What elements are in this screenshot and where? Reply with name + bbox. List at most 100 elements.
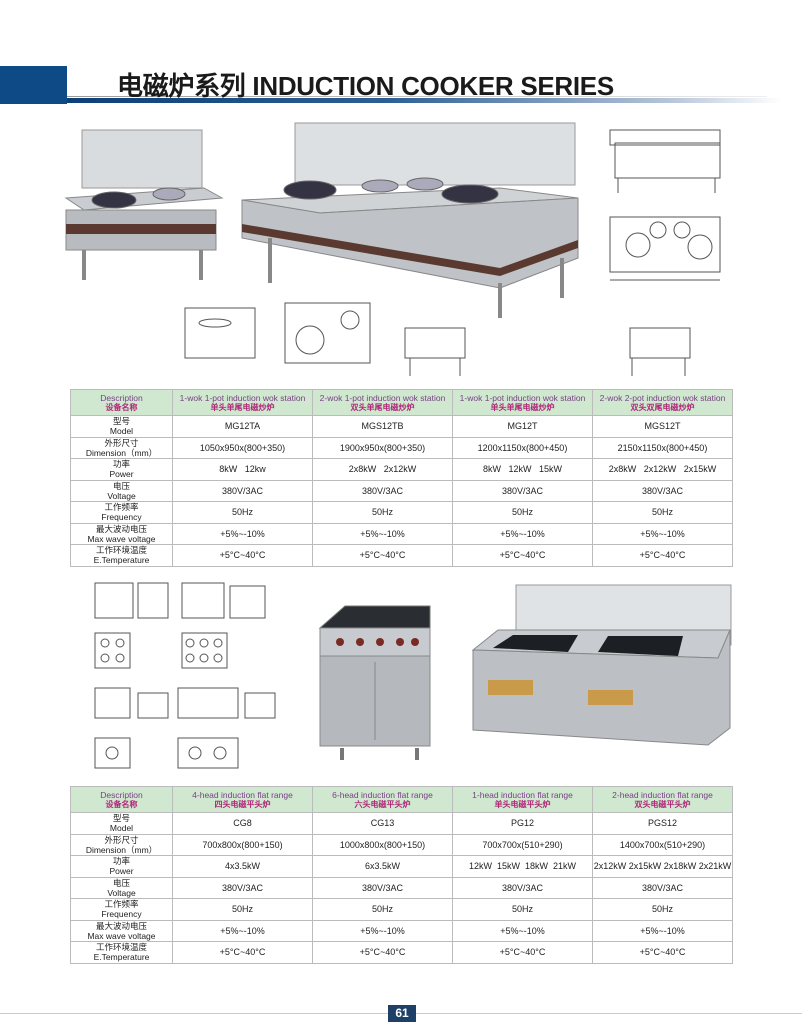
table-cell: 2x8kW 2x12kW [312,458,453,481]
table-cell: +5%~-10% [592,919,733,942]
table-cell: +5°C~40°C [172,544,313,567]
technical-drawing-top [609,129,721,281]
table-cell: +5%~-10% [452,919,593,942]
table-cell: 50Hz [452,898,593,921]
technical-drawing-cg [94,582,276,769]
table-cell: 12kW 15kW 18kW 21kW [452,855,593,878]
table-cell: +5°C~40°C [592,544,733,567]
table-cell: 50Hz [312,501,453,524]
technical-drawing-mg12t [184,302,691,376]
table-cell: 1400x700x(510+290) [592,833,733,856]
table-cell: +5°C~40°C [172,941,313,964]
table-cell: +5°C~40°C [312,544,453,567]
table-cell: 380V/3AC [172,876,313,899]
table-cell: +5°C~40°C [592,941,733,964]
table-cell: 380V/3AC [172,479,313,502]
table-cell: +5%~-10% [312,522,453,545]
table-cell: 380V/3AC [452,479,593,502]
table-cell: 380V/3AC [592,876,733,899]
table-cell: PGS12 [592,812,733,835]
header-rule [67,98,782,103]
table-cell: +5°C~40°C [452,941,593,964]
table-cell: 700x700x(510+290) [452,833,593,856]
table-cell: 50Hz [452,501,593,524]
table-cell: MGS12T [592,415,733,438]
product-image-mg12ta [64,129,224,280]
table-cell: 4x3.5kW [172,855,313,878]
table-cell: 8kW 12kW 15kW [452,458,593,481]
table-cell: 2x8kW 2x12kW 2x15kW [592,458,733,481]
table-cell: 8kW 12kw [172,458,313,481]
table-cell: +5%~-10% [312,919,453,942]
header-rule-thin [67,96,767,97]
table-cell: MGS12TB [312,415,453,438]
table-cell: +5%~-10% [592,522,733,545]
header-accent-block [0,66,67,104]
table-cell: +5%~-10% [452,522,593,545]
table-cell: 700x800x(800+150) [172,833,313,856]
product-image-mgs12tb [241,122,579,318]
table-cell: 1000x800x(800+150) [312,833,453,856]
page-title: 电磁炉系列 INDUCTION COOKER SERIES [117,71,614,101]
table-cell: 380V/3AC [312,876,453,899]
table-cell: 2150x1150x(800+450) [592,436,733,459]
table-cell: 1050x950x(800+350) [172,436,313,459]
table-cell: 380V/3AC [452,876,593,899]
table-cell: CG8 [172,812,313,835]
table-cell: +5%~-10% [172,919,313,942]
table-cell: 50Hz [172,898,313,921]
table-cell: 380V/3AC [592,479,733,502]
table-cell: 2x12kW 2x15kW 2x18kW 2x21kW [592,855,733,878]
table-cell: 50Hz [592,898,733,921]
table-cell: MG12T [452,415,593,438]
table-cell: CG13 [312,812,453,835]
product-image-pgs12 [471,584,732,746]
table-cell: +5%~-10% [172,522,313,545]
table-cell: 50Hz [592,501,733,524]
table-cell: MG12TA [172,415,313,438]
table-cell: 50Hz [312,898,453,921]
page-number: 61 [388,1005,416,1022]
table-cell: +5°C~40°C [312,941,453,964]
table-cell: 1900x950x(800+350) [312,436,453,459]
